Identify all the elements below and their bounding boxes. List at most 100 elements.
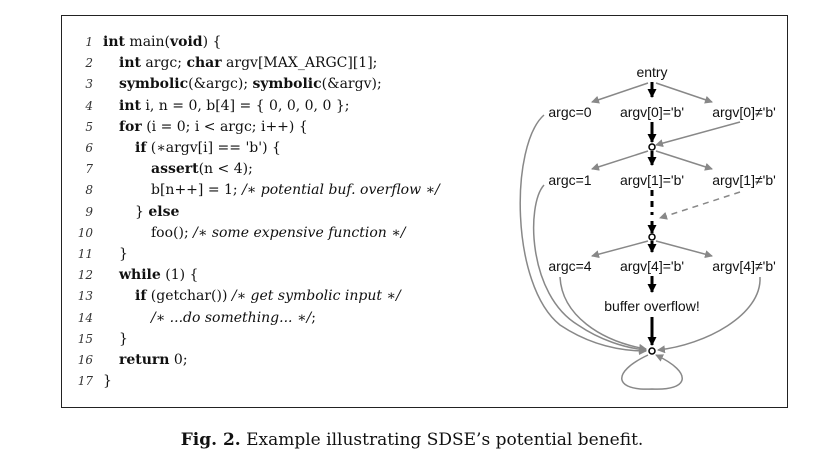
code-text: int argc; char argv[MAX_ARGC][1]; [119,55,377,71]
code-text: for (i = 0; i < argc; i++) { [119,119,308,135]
line-number: 12 [77,268,93,283]
line-number: 2 [85,56,93,71]
line-number: 9 [85,204,93,219]
node-argv0-b: argv[0]='b' [620,104,684,120]
code-line: 13 if (getchar()) /∗ get symbolic input ∗… [71,286,401,307]
code-text: symbolic(&argc); symbolic(&argv); [119,76,382,92]
code-line: 1 int main(void) { [71,32,221,53]
line-number: 17 [77,374,93,389]
code-comment: /∗ get symbolic input ∗/ [231,288,401,305]
code-line: 5 for (i = 0; i < argc; i++) { [71,117,308,138]
code-keyword: return [119,352,170,368]
node-argc1: argc=1 [548,172,591,188]
code-text: } [119,331,128,347]
sink-node [648,347,656,355]
line-number: 6 [85,141,93,155]
code-line: 12 while (1) { [71,265,199,286]
code-token: } [119,330,128,347]
code-text: b[n++] = 1; /∗ potential buf. overflow ∗… [151,182,440,198]
code-keyword: if [135,288,147,305]
code-token: (getchar()) [146,288,232,305]
code-text: int i, n = 0, b[4] = { 0, 0, 0, 0 }; [119,98,349,114]
caption-figure-number: Fig. 2. [180,430,241,450]
code-text: int main(void) { [103,34,221,50]
code-line: 3 symbolic(&argc); symbolic(&argv); [71,74,382,95]
code-keyword: int [119,97,141,114]
caption-text: Example illustrating SDSE’s potential be… [246,430,644,450]
code-line: 15} [71,329,128,350]
node-buffer-overflow: buffer overflow! [604,298,699,314]
code-keyword: else [148,203,180,220]
edge-argc0-sink [519,114,647,355]
code-comment: /∗ ...do something... ∗/ [151,309,312,326]
code-token: i, n = 0, b[4] = { 0, 0, 0, 0 }; [140,97,350,114]
code-token: (n < 4); [198,161,253,178]
code-token: } [119,246,128,262]
code-line: 4 int i, n = 0, b[4] = { 0, 0, 0, 0 }; [71,96,349,117]
code-text: if (getchar()) /∗ get symbolic input ∗/ [135,288,401,304]
code-line: 2 int argc; char argv[MAX_ARGC][1]; [71,53,377,74]
line-number: 3 [85,77,93,92]
edge-argc1-sink [532,184,647,354]
line-number: 10 [77,225,93,240]
line-number: 8 [85,183,93,198]
code-text: } [103,373,112,389]
edge-row0-right-merge [655,121,741,148]
code-line: 6 if (∗argv[i] == 'b') { [71,138,281,159]
code-token: 0; [169,352,188,368]
code-keyword: void [170,34,203,50]
line-number: 15 [77,331,93,346]
code-token: foo(); [151,224,194,241]
line-number: 1 [85,35,93,49]
edge-entry-right [655,82,713,104]
line-number: 5 [85,119,93,134]
code-keyword: int [103,34,125,50]
code-line: 7 assert(n < 4); [71,159,253,180]
code-text: while (1) { [119,267,198,283]
edge-row1-right-dashed [659,191,741,220]
code-text: /∗ ...do something... ∗/; [151,310,316,326]
code-keyword: char [186,55,222,72]
line-number: 4 [85,98,93,113]
figure-frame [61,15,788,408]
line-number: 7 [85,162,93,177]
code-line: 16 return 0; [71,350,188,371]
code-keyword: assert [151,161,199,178]
node-argv4-not-b: argv[4]≠'b' [712,258,776,274]
code-token: ) { [202,34,222,50]
code-text: return 0; [119,352,188,368]
merge-node-1 [648,143,656,151]
edge-merge1-right [655,150,713,171]
code-token: (&argv); [321,76,382,93]
edge-sink-self-loop [621,354,683,390]
node-argv1-not-b: argv[1]≠'b' [712,172,776,188]
line-number: 16 [77,353,93,367]
code-token: argc; [140,55,187,72]
code-line: 10 foo(); /∗ some expensive function ∗/ [71,223,406,244]
code-token: (∗argv[i] == 'b') { [146,140,281,156]
code-text: if (∗argv[i] == 'b') { [135,140,281,156]
code-token: b[n++] = 1; [151,182,243,199]
edge-merge4-left [591,240,649,259]
code-token: main( [124,34,170,50]
code-token: (i = 0; i < argc; i++) { [141,118,308,135]
node-argc0: argc=0 [548,104,591,120]
code-comment: /∗ some expensive function ∗/ [193,224,406,241]
code-line: 9 } else [71,202,179,223]
node-argv4-b: argv[4]='b' [620,258,684,274]
code-keyword: int [119,55,141,72]
line-number: 13 [77,289,93,304]
code-keyword: symbolic [252,76,322,93]
code-line: 17} [71,371,112,392]
code-text: assert(n < 4); [151,161,253,177]
code-token: } [103,373,112,390]
code-line: 8 b[n++] = 1; /∗ potential buf. overflow … [71,180,440,201]
code-line: 14 /∗ ...do something... ∗/; [71,308,316,329]
merge-node-4 [648,233,656,241]
code-token: ; [311,309,316,326]
code-keyword: while [119,267,161,284]
code-text: } else [135,204,179,220]
line-number: 14 [77,310,93,325]
node-argc4: argc=4 [548,258,591,274]
edge-entry-left [591,82,649,104]
